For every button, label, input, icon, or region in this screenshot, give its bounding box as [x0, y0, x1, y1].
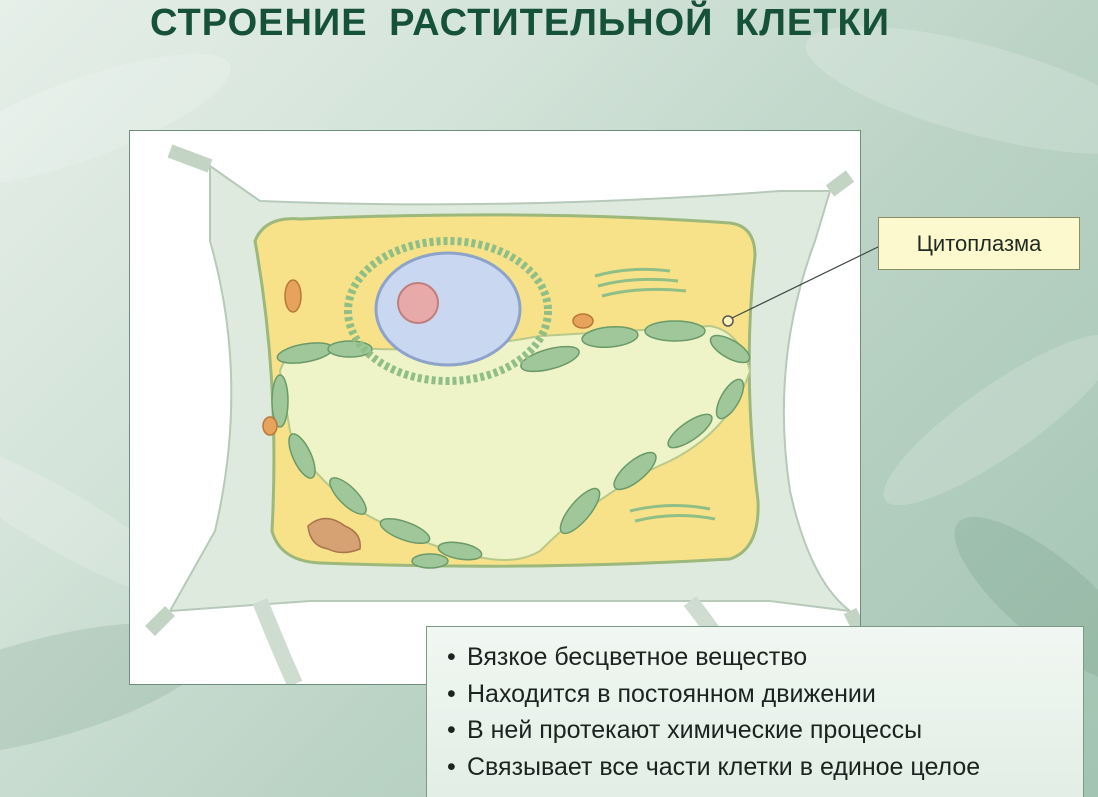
amyloplast — [307, 517, 361, 554]
list-item-text: Находится в постоянном движении — [467, 679, 876, 708]
list-item-text: Связывает все части клетки в единое цело… — [467, 752, 981, 781]
mitochondria — [262, 279, 594, 436]
list-item: •Вязкое бесцветное вещество — [447, 643, 808, 671]
callout-cytoplasm: Цитоплазма — [878, 217, 1080, 270]
callout-label: Цитоплазма — [916, 230, 1042, 256]
list-item: •В ней протекают химические процессы — [447, 716, 923, 744]
info-box: •Вязкое бесцветное вещество •Находится в… — [426, 626, 1084, 797]
list-item-text: Вязкое бесцветное вещество — [467, 643, 808, 671]
list-item-text: В ней протекают химические процессы — [467, 716, 923, 744]
chloroplasts — [271, 320, 751, 569]
nucleolus — [397, 282, 439, 324]
golgi-apparatus — [594, 267, 716, 523]
cell-diagram — [129, 130, 861, 685]
list-item: •Находится в постоянном движении — [447, 679, 876, 708]
page-title: СТРОЕНИЕ РАСТИТЕЛЬНОЙ КЛЕТКИ — [150, 2, 890, 44]
endoplasmic-reticulum — [344, 237, 552, 385]
info-list: •Вязкое бесцветное вещество •Находится в… — [447, 639, 1083, 785]
nucleus — [374, 251, 522, 367]
cytoplasm-pointer-dot — [722, 315, 734, 327]
list-item: •Связывает все части клетки в единое цел… — [447, 752, 981, 781]
